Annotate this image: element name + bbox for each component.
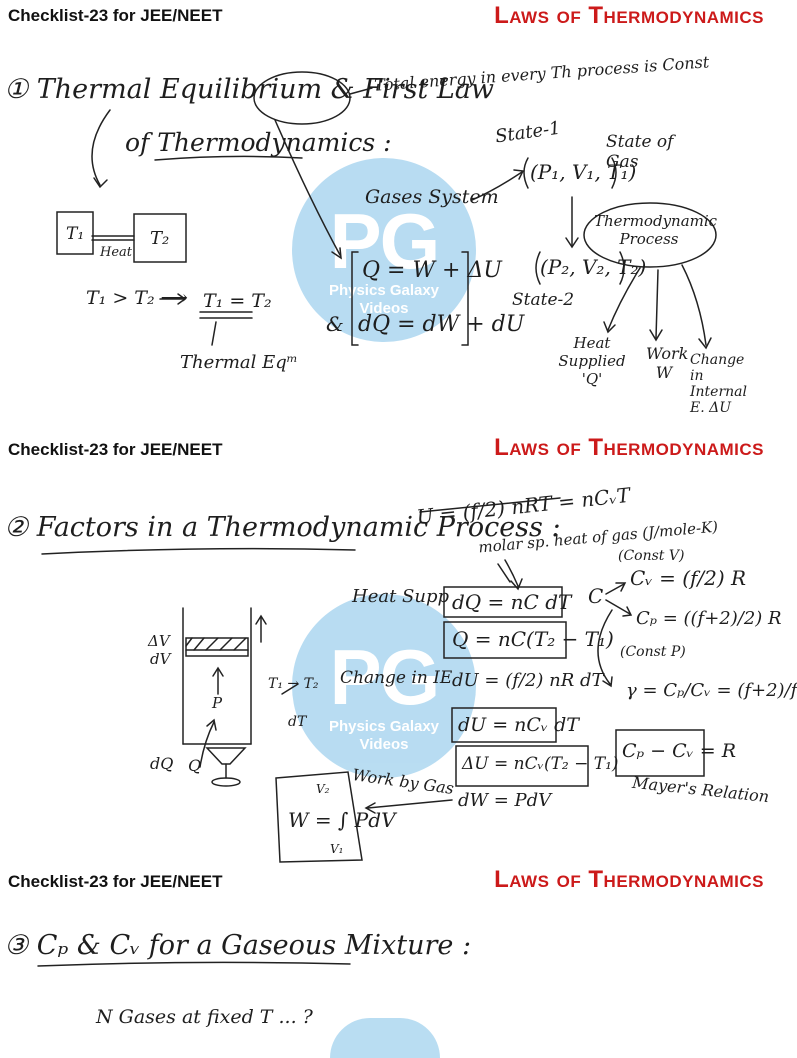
page-1: Checklist-23 for JEE/NEET Laws of Thermo… (0, 0, 768, 432)
dw-equation: dW = PdV (458, 790, 552, 811)
topic-title: Laws of Thermodynamics (494, 866, 764, 893)
gases-system-label: Gases System (365, 186, 499, 208)
mayer-equation: Cₚ − Cᵥ = R (622, 740, 737, 762)
dq-equation: dQ = nC dT (452, 590, 572, 614)
watermark-logo: PG (329, 633, 441, 721)
gamma-equation: γ = Cₚ/Cᵥ = (f+2)/f (626, 680, 797, 701)
cylinder-pressure: P (212, 694, 223, 712)
delta-u-equation: ΔU = nCᵥ(T₂ − T₁) (462, 754, 619, 774)
thermodynamic-process-label: Thermodynamic Process (594, 212, 718, 248)
integral-lower-limit: V₁ (330, 842, 344, 856)
watermark-line1: Physics Galaxy (328, 718, 440, 735)
checklist-title: Checklist-23 for JEE/NEET (8, 6, 223, 25)
page-3: Checklist-23 for JEE/NEET Laws of Thermo… (0, 866, 768, 1058)
or-label: & (326, 312, 344, 336)
work-label: Work W (646, 344, 689, 382)
topic-title: Laws of Thermodynamics (494, 434, 764, 461)
const-p-label: (Const P) (620, 644, 686, 660)
section1-heading-line2: of Thermodynamics : (125, 128, 392, 157)
section2-ink-strokes (41, 497, 705, 863)
section1-ink-strokes (56, 71, 717, 350)
section3-partial-line: N Gases at fixed T ... ? (96, 1006, 313, 1028)
section3-heading: ③ Cₚ & Cᵥ for a Gaseous Mixture : (4, 930, 472, 961)
c-label: C (588, 584, 604, 608)
du-equation-1: dU = (f/2) nR dT (452, 670, 604, 691)
watermark-line2: Videos (359, 736, 409, 753)
watermark-line2: Videos (359, 300, 409, 317)
q-equation: Q = nC(T₂ − T₁) (452, 627, 614, 651)
section3-ink-strokes (37, 961, 351, 967)
thermal-equilibrium-label: Thermal Eqᵐ (180, 352, 298, 373)
page-2: Checklist-23 for JEE/NEET Laws of Thermo… (0, 432, 797, 866)
cylinder-temperature-change: T₁ → T₂ (268, 676, 319, 692)
physics-galaxy-watermark: PG Physics Galaxy Videos (292, 594, 476, 778)
state-of-gas-label: State of Gas (606, 132, 674, 172)
equal-temperature: T₁ = T₂ (203, 290, 272, 312)
change-internal-energy-label: Change in Internal E. ΔU (690, 352, 747, 416)
first-law-differential: dQ = dW + dU (358, 312, 525, 337)
integral-upper-limit: V₂ (316, 782, 330, 796)
heat-label: Heat (100, 245, 133, 260)
cp-equation: Cₚ = ((f+2)/2) R (636, 608, 782, 629)
const-v-label: (Const V) (618, 548, 685, 564)
box-t2-label: T₂ (150, 228, 170, 249)
topic-title: Laws of Thermodynamics (494, 2, 764, 29)
temperature-relation: T₁ > T₂ ⟶ (86, 287, 188, 309)
first-law-equation: Q = W + ΔU (362, 258, 502, 283)
cylinder-dq: dQ (150, 754, 174, 773)
cylinder-delta-v: ΔV (148, 632, 170, 650)
physics-galaxy-watermark-partial (330, 1018, 440, 1058)
work-integral: W = ∫ PdV (288, 808, 396, 832)
state2-values: (P₂, V₂, T₂) (540, 255, 647, 279)
box-t1-label: T₁ (66, 224, 85, 244)
checklist-title: Checklist-23 for JEE/NEET (8, 872, 223, 891)
watermark-line1: Physics Galaxy (328, 282, 440, 299)
cylinder-dt: dT (288, 714, 307, 730)
checklist-title: Checklist-23 for JEE/NEET (8, 440, 223, 459)
change-in-ie-label: Change in IE (340, 668, 453, 688)
du-equation-2: dU = nCᵥ dT (458, 714, 579, 736)
state2-label: State-2 (512, 290, 575, 310)
physics-galaxy-watermark: PG Physics Galaxy Videos (292, 158, 476, 342)
heat-supplied-label: Heat Supp (352, 586, 450, 607)
cylinder-q: Q (188, 756, 202, 775)
cv-equation: Cᵥ = (f/2) R (630, 566, 747, 590)
cylinder-dv: dV (150, 650, 171, 668)
heat-supplied-label: Heat Supplied 'Q' (558, 334, 626, 388)
section2-heading: ② Factors in a Thermodynamic Process : (4, 512, 561, 543)
state1-values: (P₁, V₁, T₁) (530, 160, 637, 184)
section1-heading-line1: ① Thermal Equilibrium & First Law (4, 74, 494, 105)
watermark-logo: PG (329, 197, 441, 285)
